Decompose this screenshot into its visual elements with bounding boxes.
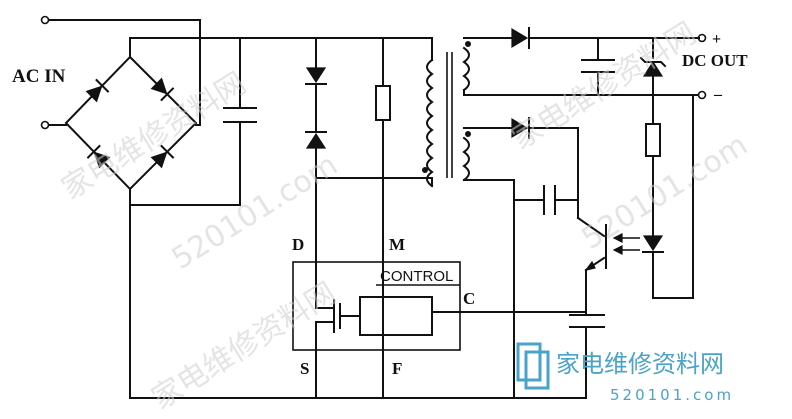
dc-out-label: DC OUT	[682, 51, 748, 70]
dc-out-minus-terminal	[697, 90, 707, 100]
ac-input	[40, 15, 201, 130]
watermark-brand-3: 家电维修资料网	[146, 276, 343, 417]
control-ic	[292, 261, 587, 399]
output-rectifier	[494, 27, 700, 96]
dc-out-plus-label: +	[712, 31, 721, 48]
pin-c-label: C	[463, 289, 475, 308]
pin-f-label: F	[392, 359, 402, 378]
startup-resistor	[375, 37, 391, 358]
dc-bus-rail	[129, 37, 433, 109]
control-label: CONTROL	[380, 268, 453, 285]
snubber-diodes	[305, 37, 327, 309]
brand-site: 520101.com	[610, 386, 734, 404]
dc-out-plus-terminal	[697, 33, 707, 43]
pin-s-label: S	[300, 359, 309, 378]
transformer	[315, 37, 694, 399]
watermark-site-2: 520101.com	[576, 127, 754, 256]
aux-supply	[494, 117, 607, 399]
pin-d-label: D	[292, 235, 304, 254]
dc-out-minus-label: –	[713, 86, 723, 103]
watermark-brand-2: 家电维修资料网	[506, 16, 703, 157]
feedback-network	[612, 94, 694, 299]
bulk-capacitor	[129, 107, 257, 399]
watermark-site-1: 520101.com	[166, 147, 344, 276]
brand-logo: 家电维修资料网 520101.com	[516, 342, 734, 404]
pin-m-label: M	[389, 235, 405, 254]
ac-in-label: AC IN	[12, 66, 66, 87]
brand-name: 家电维修资料网	[556, 350, 724, 378]
bridge-rectifier	[64, 37, 198, 206]
